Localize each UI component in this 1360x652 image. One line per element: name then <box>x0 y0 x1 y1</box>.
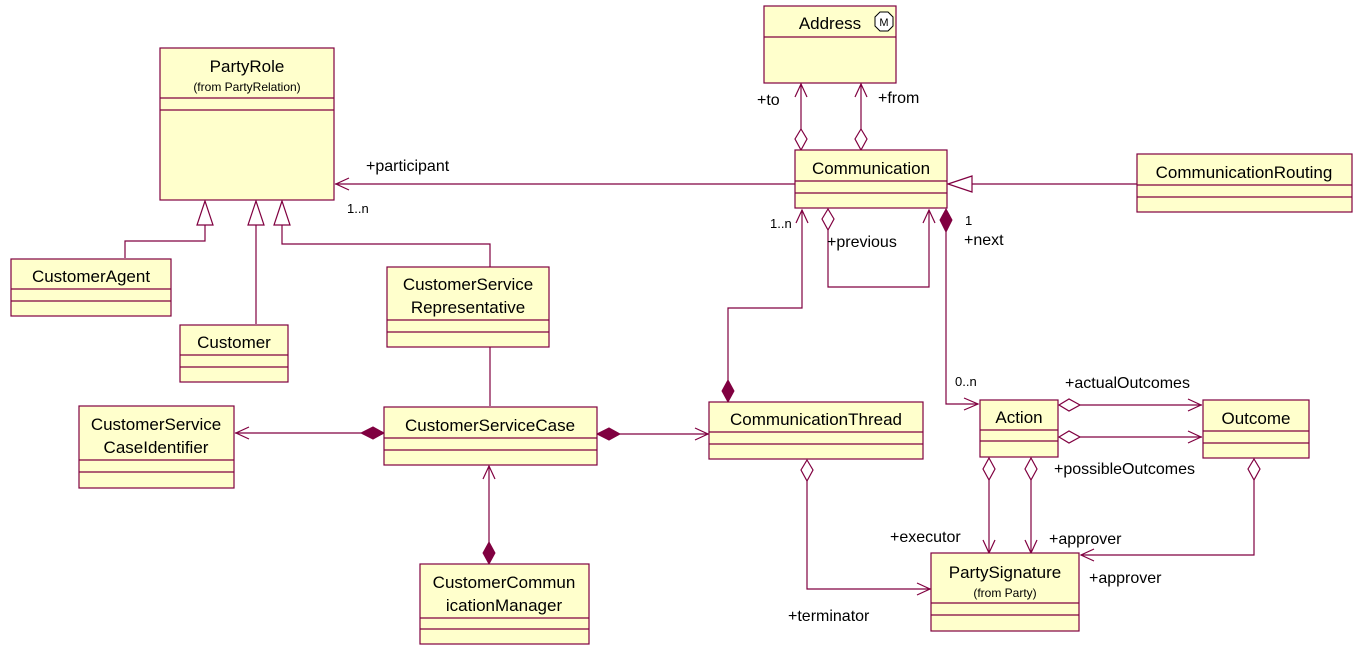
composition-case-thread <box>595 427 710 441</box>
aggregation-approver-outcome <box>1079 457 1261 562</box>
class-outcome[interactable]: Outcome <box>1202 399 1310 459</box>
class-customerservicecaseidentifier[interactable]: CustomerService CaseIdentifier <box>78 405 235 489</box>
class-name: CustomerServiceCase <box>405 416 575 435</box>
generalization-csr-partyrole <box>273 199 491 267</box>
class-name: CustomerAgent <box>32 267 150 286</box>
generalization-customer-partyrole <box>247 199 265 324</box>
class-name: Customer <box>197 333 271 352</box>
class-name: PartySignature <box>949 563 1061 582</box>
class-address[interactable]: Address M <box>763 5 897 84</box>
class-name: Address <box>799 14 861 33</box>
role-executor: +executor <box>890 529 961 546</box>
class-name: Outcome <box>1222 409 1291 428</box>
generalization-routing-communication <box>946 175 1137 193</box>
role-previous: +previous <box>827 234 897 251</box>
aggregation-from <box>854 82 868 152</box>
role-to: +to <box>757 92 780 109</box>
role-approver-action: +approver <box>1049 531 1122 548</box>
class-origin: (from Party) <box>973 586 1036 600</box>
role-from: +from <box>878 90 919 107</box>
role-participant: +participant <box>366 158 450 175</box>
role-approver-outcome: +approver <box>1089 570 1162 587</box>
multiplicity-thread-communication: 1..n <box>770 216 792 231</box>
aggregation-executor <box>982 456 996 555</box>
class-communicationrouting[interactable]: CommunicationRouting <box>1136 153 1353 213</box>
class-partyrole[interactable]: PartyRole (from PartyRelation) <box>159 47 335 201</box>
class-name: CommunicationRouting <box>1156 163 1333 182</box>
class-name: CommunicationThread <box>730 410 902 429</box>
class-customerservicerepresentative[interactable]: CustomerService Representative <box>386 266 550 348</box>
stereotype-label: M <box>879 17 888 29</box>
role-actual-outcomes: +actualOutcomes <box>1065 375 1190 392</box>
class-name-line1: CustomerService <box>403 275 533 294</box>
class-name-line1: CustomerCommun <box>433 573 576 592</box>
class-customerservicecase[interactable]: CustomerServiceCase <box>383 406 598 466</box>
multiplicity-participant: 1..n <box>347 201 369 216</box>
role-next: +next <box>964 232 1004 249</box>
class-communicationthread[interactable]: CommunicationThread <box>708 401 924 460</box>
multiplicity-action: 0..n <box>955 374 977 389</box>
class-name: Communication <box>812 159 930 178</box>
stereotype-m-icon: M <box>874 11 894 32</box>
class-name-line2: icationManager <box>446 596 563 615</box>
aggregation-to <box>794 82 808 152</box>
class-communication[interactable]: Communication <box>794 149 948 209</box>
class-customeragent[interactable]: CustomerAgent <box>10 258 172 317</box>
class-name-line1: CustomerService <box>91 415 221 434</box>
composition-thread-communication <box>721 208 809 404</box>
class-name-line2: CaseIdentifier <box>104 438 209 457</box>
role-terminator: +terminator <box>788 608 870 625</box>
class-customercommunicationmanager[interactable]: CustomerCommun icationManager <box>419 563 590 645</box>
composition-next-action <box>939 207 980 411</box>
class-action[interactable]: Action <box>979 399 1059 458</box>
aggregation-approver-action <box>1024 456 1038 555</box>
class-partysignature[interactable]: PartySignature (from Party) <box>930 552 1080 632</box>
composition-ccm-case <box>482 464 496 566</box>
aggregation-possible-outcomes <box>1057 430 1203 444</box>
class-name: PartyRole <box>210 57 285 76</box>
class-customer[interactable]: Customer <box>179 324 289 383</box>
class-origin: (from PartyRelation) <box>193 80 300 94</box>
association-participant <box>334 177 795 191</box>
composition-case-identifier <box>234 426 386 440</box>
class-name: Action <box>995 408 1042 427</box>
class-name-line2: Representative <box>411 298 525 317</box>
aggregation-terminator <box>800 458 932 596</box>
generalization-customeragent-partyrole <box>124 199 214 258</box>
aggregation-actual-outcomes <box>1057 398 1203 412</box>
multiplicity-next: 1 <box>965 213 972 228</box>
role-possible-outcomes: +possibleOutcomes <box>1054 461 1195 478</box>
aggregation-previous <box>821 207 936 288</box>
